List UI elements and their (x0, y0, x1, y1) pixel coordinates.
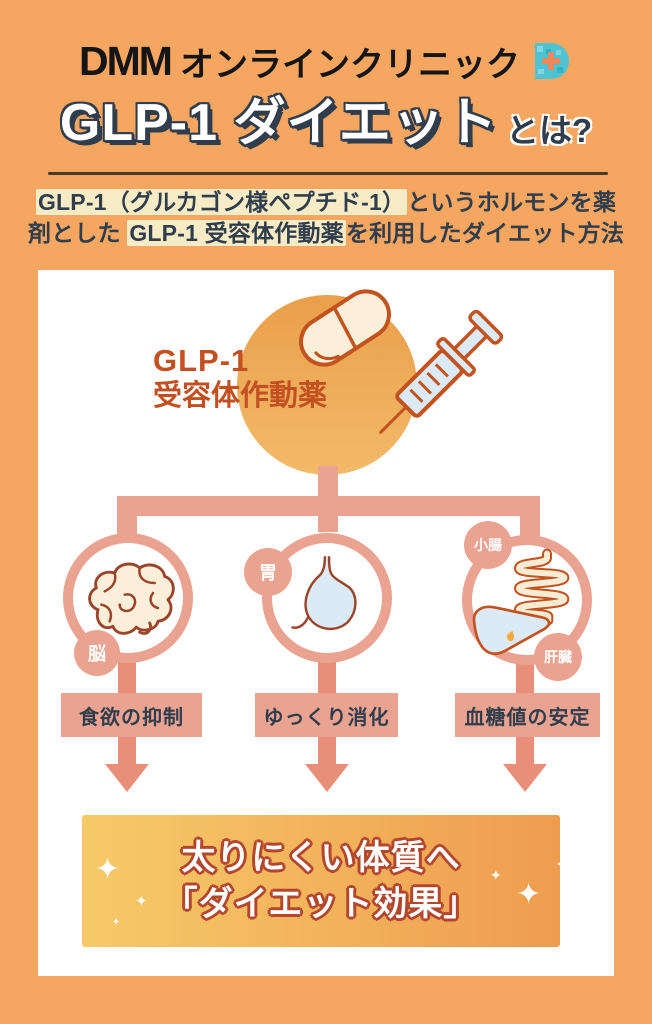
intestine-badge: 小腸 (464, 521, 512, 569)
subtitle-highlight-1: GLP-1（グルカゴン様ペプチド-1） (35, 189, 408, 215)
subtitle-text-1: というホルモンを薬 (407, 189, 617, 215)
diagram-card: GLP-1 受容体作動薬 (38, 270, 614, 976)
subtitle-text-2: 剤とした (27, 220, 128, 246)
stomach-icon (291, 556, 357, 630)
syringe-icon (357, 294, 520, 457)
liver-icon (472, 605, 551, 655)
brand-logo: DMM オンラインクリニック (0, 34, 652, 88)
brain-badge: 脳 (74, 630, 120, 676)
capsule-icon (286, 276, 404, 380)
result-box: 太りにくい体質へ 「ダイエット効果」 (82, 815, 560, 947)
sparkle-icon: ✦ (490, 867, 502, 883)
subtitle-text-3: を利用したダイエット方法 (345, 220, 625, 246)
sparkle-icon: ✦ (95, 853, 121, 886)
connector-stem-right (520, 496, 540, 538)
result-line-1: 太りにくい体質へ (181, 839, 461, 877)
page-title: GLP-1 ダイエット とは? (0, 90, 652, 156)
clinic-logo-text: オンラインクリニック (179, 45, 520, 84)
sparkle-icon: ✦ (556, 859, 566, 871)
subtitle-highlight-2: GLP-1 受容体作動薬 (127, 220, 346, 246)
effect-box-appetite: 食欲の抑制 (61, 693, 202, 737)
intestine-icon (514, 548, 570, 626)
effect-box-bloodsugar: 血糖値の安定 (455, 693, 600, 737)
title-main: GLP-1 ダイエット (59, 94, 498, 152)
arrow-head-gut (503, 764, 547, 792)
stomach-badge: 胃 (244, 548, 292, 596)
title-suffix: とは? (505, 112, 593, 149)
dmm-d-plus-icon (534, 43, 569, 79)
drug-label: GLP-1 受容体作動薬 (153, 342, 327, 414)
liver-badge: 肝臓 (534, 633, 582, 681)
connector-stem-left (117, 496, 137, 538)
arrow-head-stomach (305, 764, 349, 792)
title-divider (48, 172, 608, 175)
sparkle-icon: ✦ (516, 878, 542, 911)
arrow-head-brain (105, 764, 149, 792)
brain-icon (88, 562, 175, 635)
connector-horizontal-bar (117, 496, 540, 516)
drug-label-line2: 受容体作動薬 (153, 380, 328, 412)
sparkle-icon: ✦ (135, 893, 148, 910)
result-line-2: 「ダイエット効果」 (163, 885, 479, 923)
effect-box-digestion: ゆっくり消化 (255, 693, 398, 737)
subtitle: GLP-1（グルカゴン様ペプチド-1）というホルモンを薬 剤とした GLP-1 … (26, 187, 626, 249)
drug-label-line1: GLP-1 (153, 343, 250, 378)
sparkle-icon: ✦ (112, 917, 121, 928)
dmm-logo-text: DMM (79, 37, 173, 84)
